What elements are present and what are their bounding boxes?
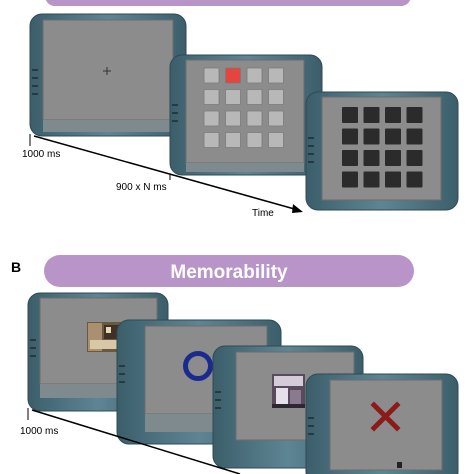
grid-square (268, 110, 284, 127)
red-cross-icon (370, 401, 401, 432)
grid-square (246, 67, 263, 84)
grid-square (203, 67, 220, 84)
grid-square (268, 67, 284, 84)
grid-square (363, 128, 380, 145)
grid-square (203, 110, 220, 127)
grid-square (363, 107, 380, 123)
grid-square (406, 171, 423, 188)
grid-square (225, 132, 241, 148)
recall-grid (342, 107, 423, 188)
grid-square (385, 150, 401, 166)
side-grip-icon (30, 339, 36, 357)
panel-b-letter: B (11, 259, 21, 275)
device-fixation (29, 13, 187, 137)
timing-label-1000ms-a: 1000 ms (22, 149, 60, 160)
grid-square (385, 128, 401, 145)
grid-square (406, 107, 423, 123)
grid-square (225, 110, 241, 127)
grid-square (268, 89, 284, 105)
grid-square (246, 89, 263, 105)
grid-square (342, 150, 358, 166)
device-grid-encoding (169, 54, 323, 176)
grid-square (225, 89, 241, 105)
grid-square (342, 128, 358, 145)
grid-square (246, 132, 263, 148)
timing-label-900xN: 900 x N ms (116, 182, 167, 193)
device-cross (305, 373, 459, 474)
grid-square (203, 132, 220, 148)
grid-square (363, 150, 380, 166)
side-grip-icon (308, 417, 314, 435)
timeline-a-line (33, 135, 299, 211)
grid-square (363, 171, 380, 188)
fixation-cross-icon (103, 67, 111, 75)
panel-b-banner (44, 255, 414, 287)
blue-circle-icon (183, 351, 213, 381)
grid-square (246, 110, 263, 127)
photo-thumbnail-icon (272, 374, 305, 408)
timeline-b-line (31, 409, 241, 474)
side-grip-icon (119, 365, 125, 383)
device-grid-recall (305, 91, 459, 211)
panel-b-title: Memorability (170, 262, 288, 283)
side-grip-icon (308, 137, 314, 163)
grid-square (385, 107, 401, 123)
grid-square (406, 150, 423, 166)
grid-square (342, 107, 358, 123)
side-grip-icon (215, 391, 221, 409)
grid-square (385, 171, 401, 188)
encoding-grid (203, 67, 284, 148)
cursor-icon (397, 462, 402, 468)
timing-label-1000ms-b: 1000 ms (20, 426, 58, 437)
grid-square (203, 89, 220, 105)
side-grip-icon (172, 104, 178, 122)
time-axis-label: Time (252, 208, 274, 219)
photo-thumbnail-icon (87, 322, 121, 352)
grid-square (268, 132, 284, 148)
grid-square (342, 171, 358, 188)
grid-square (225, 67, 241, 84)
panel-a-banner (45, 0, 411, 6)
timeline-arrowhead-icon (292, 204, 303, 213)
side-grip-icon (32, 69, 38, 95)
grid-square (406, 128, 423, 145)
